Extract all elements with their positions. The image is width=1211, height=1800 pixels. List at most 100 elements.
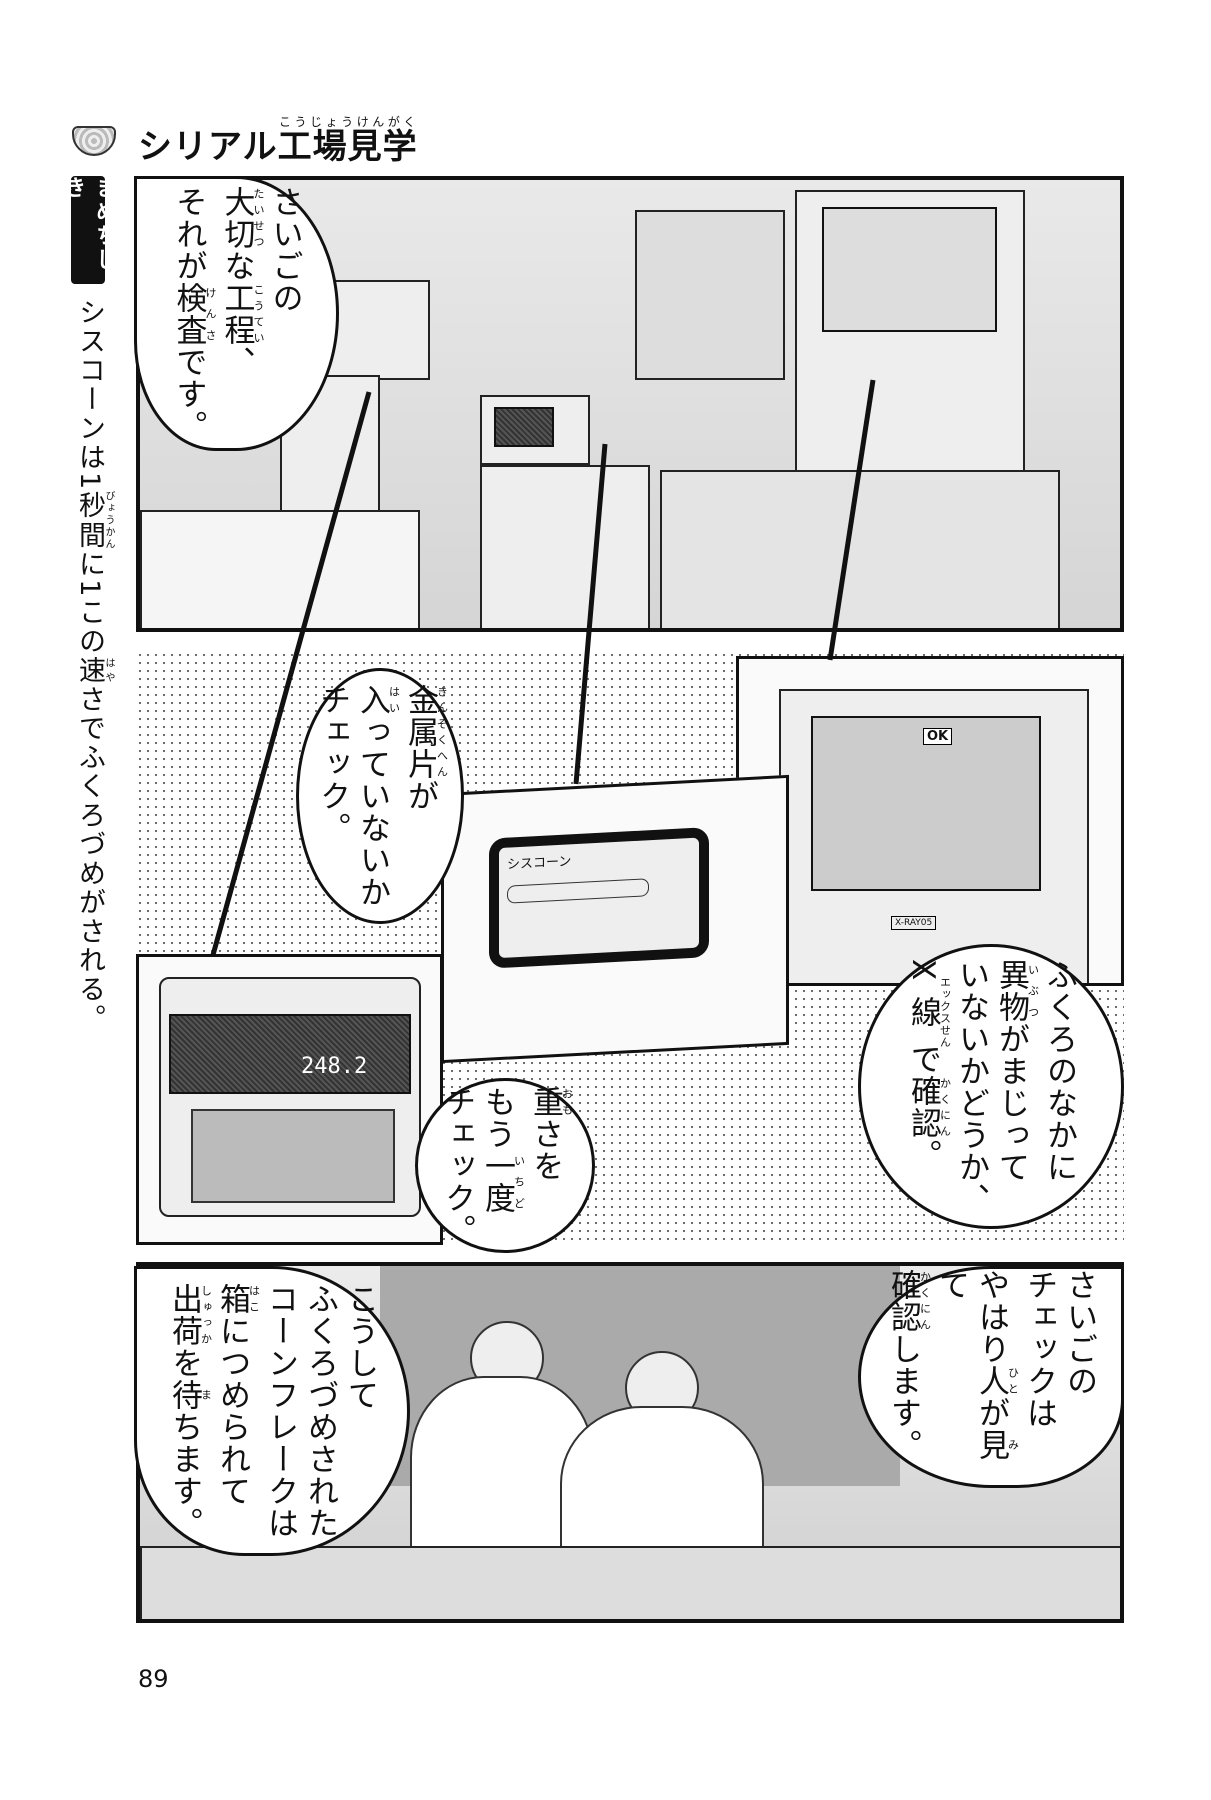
text-segment: コーンフレークは [262, 1283, 298, 1539]
text-segment: さを [527, 1117, 563, 1182]
text-line: 入はいっていないか [352, 684, 401, 908]
bubble-text: 金属片きんぞくへんが入はいっていないかチェック。 [312, 684, 449, 908]
ruby-word: 金属片きんぞくへん [402, 684, 449, 780]
leader-line [573, 443, 608, 785]
ruby-reading: はや [103, 656, 114, 686]
text-segment: ちます。 [166, 1411, 202, 1539]
ruby-reading: いちど [512, 1149, 526, 1214]
text-segment: ふくろづめされた [302, 1283, 338, 1539]
ruby-base: 秒間 [74, 490, 105, 551]
text-line: もう一度いちど [477, 1086, 526, 1246]
ruby-reading: きんぞくへん [435, 684, 449, 780]
text-line: こうして [340, 1283, 380, 1539]
bubble-text: 重おもさをもう一度いちどチェック。 [437, 1085, 574, 1246]
text-segment: に1この [74, 550, 105, 657]
text-line: X線エックスせんで確認かくにん。 [903, 958, 952, 1215]
ruby-base: 人 [973, 1365, 1009, 1397]
ruby-word: 異物いぶつ [993, 958, 1040, 1023]
ruby-word: 出荷しゅっか [166, 1283, 213, 1347]
text-line: やはり人ひとが見みて [931, 1269, 1020, 1485]
text-segment: ふくろのなかに [1041, 958, 1077, 1183]
cereal-bowl-icon [72, 126, 116, 156]
text-segment: です。 [170, 345, 207, 442]
ruby-word: 大切たいせつ [218, 185, 266, 250]
bubble-text: さいごのチェックはやはり人ひとが見みて確認かくにんします。 [883, 1269, 1099, 1485]
ruby-base: 工程 [218, 281, 255, 346]
text-line: 重おもさを [525, 1085, 574, 1246]
text-segment: さでふくろづめがされる。 [74, 685, 105, 1034]
conveyor [140, 510, 420, 628]
ruby-base: 確認 [905, 1074, 941, 1139]
ruby-word: 線エックスせん [905, 976, 952, 1048]
text-segment: シスコーンは1 [74, 298, 105, 492]
text-line: 金属片きんぞくへんが [400, 684, 449, 908]
ruby-reading: いぶつ [1026, 958, 1040, 1023]
text-line: さいごの [265, 186, 305, 442]
ruby-reading: ま [199, 1379, 213, 1411]
bubble-text: こうしてふくろづめされたコーンフレークは箱はこにつめられて出荷しゅっかを待まちま… [164, 1283, 380, 1539]
ruby-base: 異物 [993, 958, 1029, 1023]
text-line: コーンフレークは [260, 1283, 300, 1539]
ruby-word: 速はや [74, 656, 114, 685]
metal-detector-base [480, 465, 650, 628]
text-segment: こうして [342, 1283, 378, 1411]
text-segment: チェック。 [314, 684, 350, 844]
leader-line [827, 379, 876, 661]
text-segment: いないかどうか、 [953, 958, 989, 1215]
ruby-reading: こうてい [252, 281, 265, 346]
text-segment: さいごの [266, 185, 303, 314]
ruby-reading: み [1006, 1429, 1020, 1461]
ruby-word: 入はい [354, 684, 401, 716]
text-line: ふくろのなかに [1039, 959, 1079, 1215]
text-segment: X [905, 958, 941, 981]
ruby-base: 箱 [214, 1283, 250, 1315]
ruby-word: 箱はこ [214, 1283, 261, 1315]
ruby-word: 待ま [166, 1379, 213, 1411]
ruby-word: 一度いちど [479, 1149, 526, 1214]
trivia-text: シスコーンは1秒間びょうかんに1この速はやさでふくろづめがされる。 [72, 298, 114, 1033]
text-line: それが検査けんさです。 [169, 185, 218, 442]
page-number: 89 [138, 1665, 169, 1693]
text-segment: さいごの [1061, 1269, 1097, 1397]
text-segment: で [905, 1042, 941, 1075]
text-line: ふくろづめされた [300, 1283, 340, 1539]
speech-bubble-shipping: こうしてふくろづめされたコーンフレークは箱はこにつめられて出荷しゅっかを待まちま… [134, 1266, 410, 1556]
ruby-base: 大切 [218, 185, 255, 250]
text-segment: チェックは [1021, 1269, 1057, 1429]
speech-bubble-xray: ふくろのなかに異物いぶつがまじっていないかどうか、X線エックスせんで確認かくにん… [858, 944, 1124, 1229]
ruby-reading: かくにん [938, 1074, 952, 1139]
ruby-base: 金属片 [402, 684, 438, 780]
ruby-base: 確認 [885, 1269, 921, 1333]
metal-detector-machine [480, 395, 590, 465]
text-line: 箱はこにつめられて [212, 1283, 261, 1539]
ruby-reading: ひと [1006, 1365, 1020, 1397]
ruby-reading: おも [560, 1085, 574, 1118]
ruby-reading: けんさ [204, 281, 217, 346]
text-segment: 、 [218, 345, 255, 378]
text-segment: につめられて [214, 1315, 250, 1507]
title-ruby: こうじょうけんがく [277, 115, 418, 129]
ruby-base: 検査 [170, 281, 207, 346]
text-segment: がまじって [993, 1022, 1029, 1183]
text-line: 確認かくにんします。 [883, 1269, 932, 1485]
text-line: 出荷しゅっかを待まちます。 [164, 1283, 213, 1539]
leader-line [210, 391, 372, 956]
text-segment: て [933, 1269, 969, 1301]
text-segment: それが [170, 185, 207, 282]
text-line: チェックは [1019, 1269, 1059, 1485]
text-segment: 。 [905, 1138, 941, 1171]
text-segment: チェック。 [439, 1085, 475, 1246]
text-line: シスコーンは1秒間びょうかんに1この速はやさでふくろづめがされる。 [72, 298, 114, 1033]
xray-machine [795, 190, 1025, 490]
ruby-base: 重 [527, 1085, 563, 1118]
ruby-base: 一度 [479, 1149, 515, 1214]
xray-ok-indicator: OK [923, 728, 953, 745]
title-text-ruby-base: 工場見学 [277, 127, 418, 167]
weigher-display-value: 248.2 [301, 1054, 368, 1079]
weigher-keypad [191, 1109, 395, 1203]
ruby-reading: かくにん [918, 1269, 932, 1333]
text-line: チェック。 [312, 684, 352, 908]
ruby-base: 見 [973, 1429, 1009, 1461]
speech-bubble-weight: 重おもさをもう一度いちどチェック。 [415, 1078, 595, 1253]
